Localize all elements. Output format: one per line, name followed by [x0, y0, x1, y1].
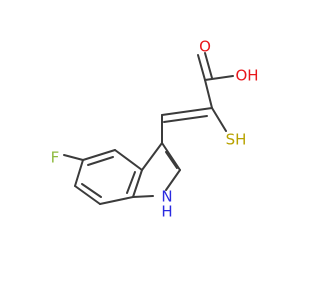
- double-bond-c4-c5: [87, 156, 114, 166]
- double-bond-c3-c2: [165, 151, 178, 169]
- bond-c3-c2: [161, 142, 181, 171]
- atom-oxygen-hydroxyl: OH: [235, 67, 258, 85]
- bond-n1-c7a: [132, 195, 154, 198]
- bond-cb-s: [211, 107, 227, 132]
- bond-c2-n1: [165, 169, 181, 191]
- bond-c3a-c4: [114, 149, 143, 171]
- bond-c-o-double-1: [197, 54, 206, 81]
- side-chain: [161, 52, 234, 144]
- bond-c7-c7a: [99, 196, 134, 205]
- benzene-ring: [74, 149, 143, 205]
- pyrrole-ring: [132, 142, 181, 198]
- atom-oxygen-carbonyl: O: [199, 38, 211, 56]
- bond-c7a-c3a: [132, 169, 143, 198]
- atom-fluorine: F: [51, 149, 60, 167]
- bond-ca-cb: [161, 107, 213, 116]
- bond-c5-c6: [74, 159, 84, 187]
- double-bond-ca-cb: [163, 115, 208, 123]
- atom-nitrogen-hydrogen: H: [161, 203, 172, 221]
- atom-nitrogen: N: [161, 188, 172, 206]
- bond-c5-f: [63, 154, 84, 161]
- atom-sulfur-thiol: SH: [226, 131, 247, 149]
- bond-c-o-double-2: [204, 52, 213, 79]
- molecule-structure: F O OH SH N H: [51, 38, 259, 221]
- double-bond-c7a-c3a: [126, 171, 136, 194]
- bond-c-oh: [204, 75, 234, 81]
- bond-c4-c5: [82, 149, 116, 161]
- bond-cb-ccooh: [204, 79, 213, 109]
- bond-c6-c7: [74, 185, 101, 205]
- double-bond-c6-c7: [81, 183, 102, 198]
- bond-c3a-c3: [141, 142, 163, 171]
